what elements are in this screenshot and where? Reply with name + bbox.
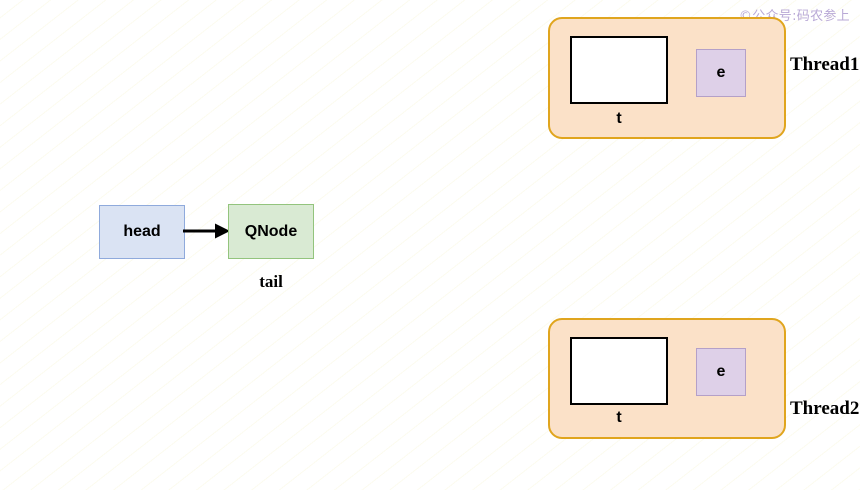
- thread1-label: Thread1: [790, 54, 860, 75]
- thread1-e-node: e: [696, 49, 746, 97]
- thread2-e-label: e: [716, 363, 726, 380]
- qnode-node: QNode: [228, 204, 314, 259]
- head-node-label: head: [123, 223, 161, 240]
- thread1-t-label: t: [616, 110, 622, 127]
- thread2-label: Thread2: [790, 398, 860, 419]
- head-node: head: [99, 205, 185, 259]
- thread1-e-label: e: [716, 64, 726, 81]
- head-to-qnode-arrow: [183, 223, 230, 239]
- thread2-t-node: [570, 337, 668, 405]
- thread1-t-node: [570, 36, 668, 104]
- tail-label: tail: [259, 272, 283, 291]
- thread2-e-node: e: [696, 348, 746, 396]
- qnode-node-label: QNode: [244, 222, 298, 240]
- thread2-t-label: t: [616, 409, 622, 426]
